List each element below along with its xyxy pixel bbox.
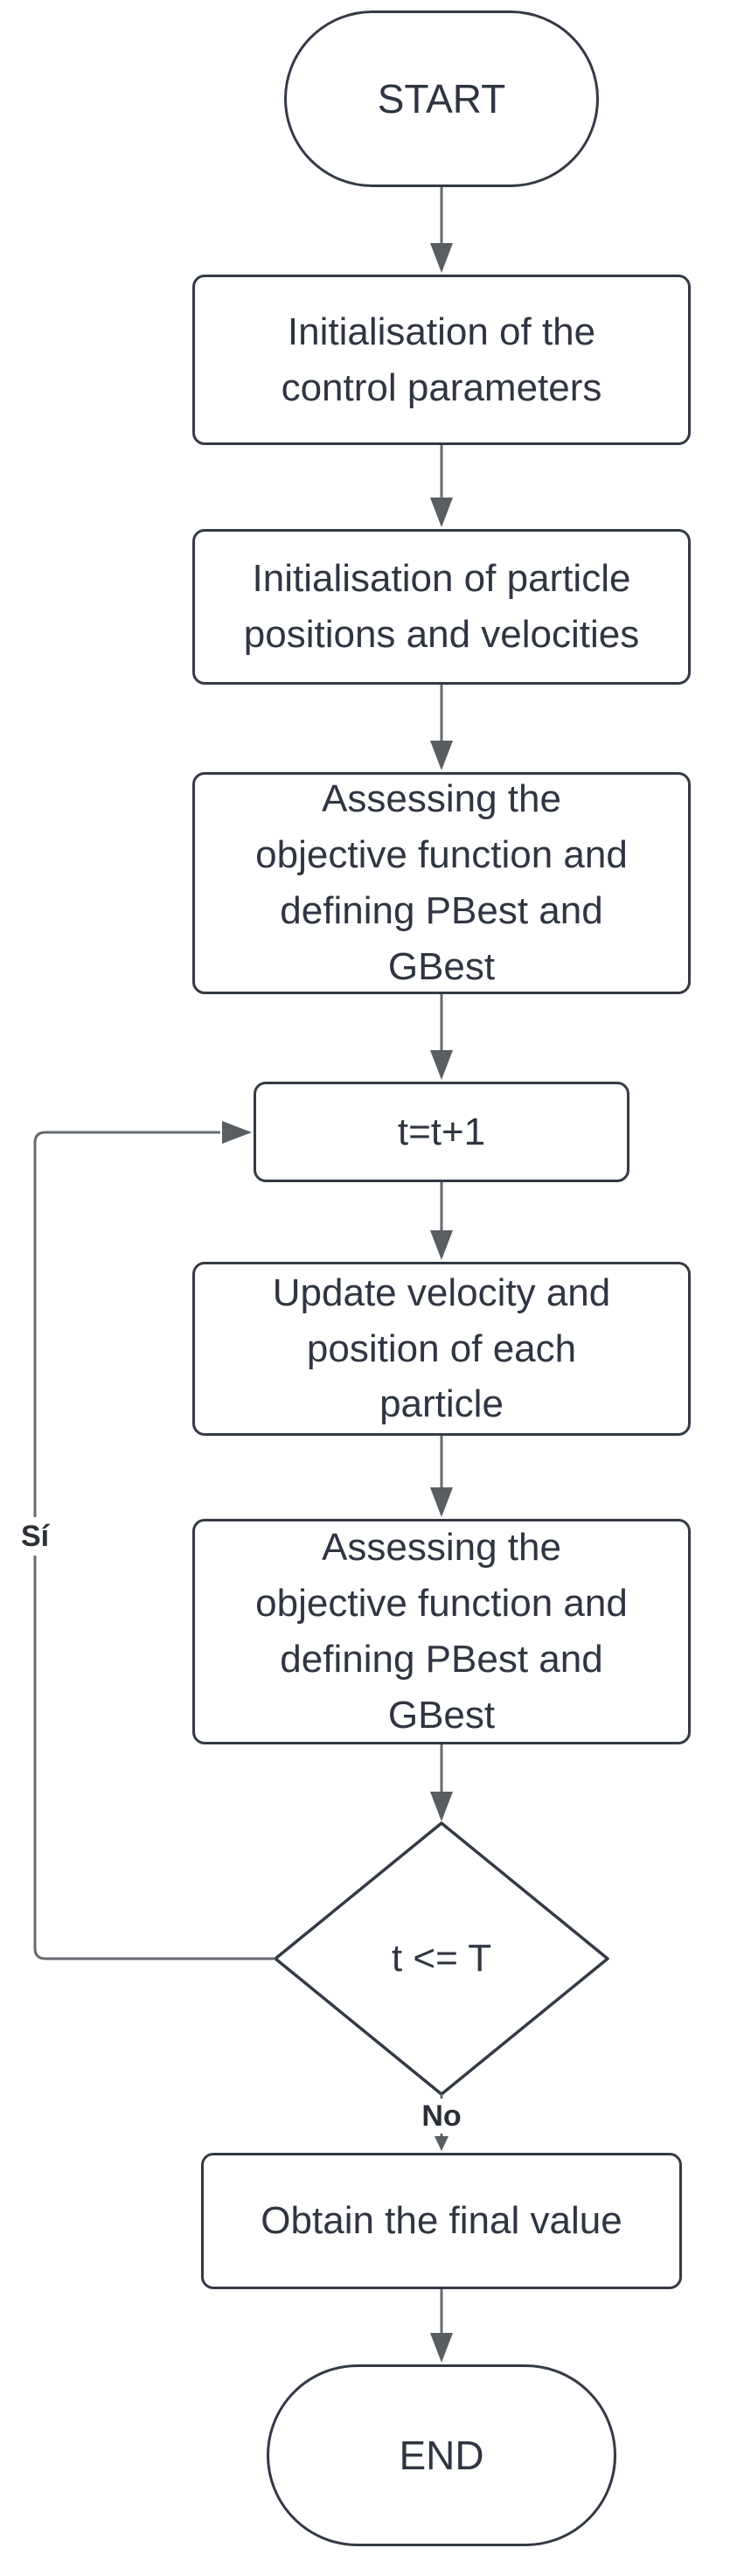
node-update-particles-label: Update velocity and position of each par… [272, 1271, 611, 1426]
edge-label-yes-text: Sí [20, 1519, 50, 1553]
arrowhead-particles-to-assess1 [430, 741, 453, 770]
node-end-label: END [399, 2433, 484, 2478]
node-assess-objective-1-label: Assessing the objective function and def… [255, 777, 628, 988]
edge-label-yes: Sí [10, 1517, 59, 1556]
arrowhead-start-to-init [430, 243, 453, 273]
arrowhead-loop-to-increment [222, 1121, 252, 1144]
node-assess-objective-2-label: Assessing the objective function and def… [255, 1526, 628, 1737]
edge-label-no-text: No [421, 2099, 462, 2133]
arrowhead-assess1-to-increment [430, 1050, 453, 1080]
arrowhead-increment-to-update [430, 1230, 453, 1260]
node-assess-objective-2: Assessing the objective function and def… [192, 1519, 691, 1744]
arrowhead-decision-to-obtain [435, 2136, 448, 2151]
arrowhead-init-to-particles [430, 498, 453, 527]
node-init-particles: Initialisation of particle positions and… [192, 529, 691, 685]
node-decision-label: t <= T [310, 1934, 573, 1983]
node-increment-iteration-label: t=t+1 [397, 1110, 486, 1153]
arrowhead-update-to-assess2 [430, 1487, 453, 1517]
node-init-control-parameters-label: Initialisation of the control parameters [281, 310, 602, 409]
node-end: END [267, 2364, 616, 2546]
edge-label-no: No [415, 2099, 468, 2134]
node-start: START [284, 10, 599, 187]
arrowhead-assess2-to-decision [430, 1792, 453, 1821]
decision-text: t <= T [391, 1937, 492, 1980]
node-obtain-final-value-label: Obtain the final value [261, 2199, 622, 2243]
node-increment-iteration: t=t+1 [254, 1082, 629, 1182]
node-assess-objective-1: Assessing the objective function and def… [192, 772, 691, 994]
node-init-control-parameters: Initialisation of the control parameters [192, 275, 691, 445]
node-init-particles-label: Initialisation of particle positions and… [243, 557, 640, 656]
node-update-particles: Update velocity and position of each par… [192, 1262, 691, 1436]
node-obtain-final-value: Obtain the final value [201, 2153, 682, 2289]
arrowhead-obtain-to-end [430, 2333, 453, 2363]
node-start-label: START [377, 76, 506, 122]
